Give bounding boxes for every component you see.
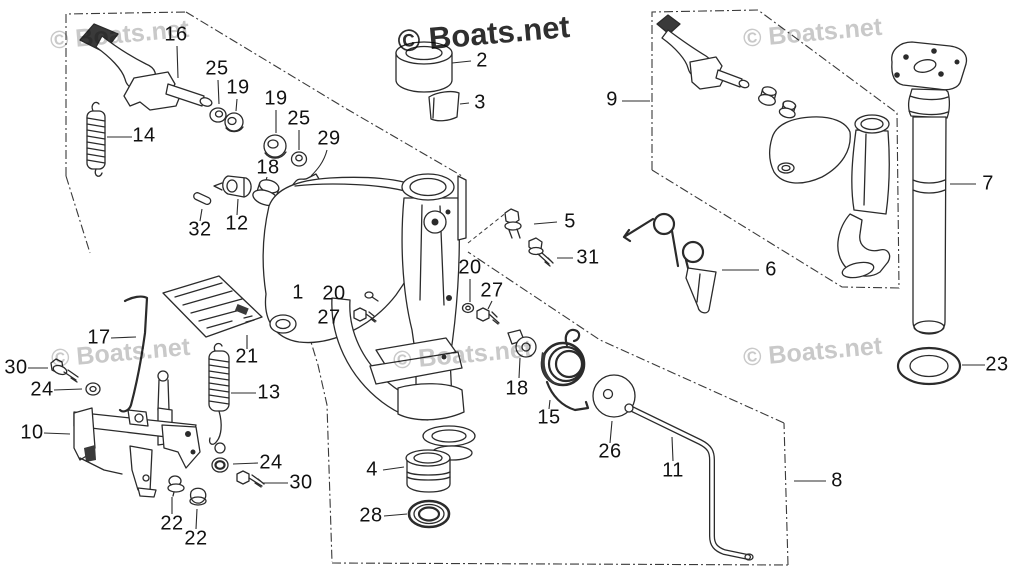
part-callout-24-26: 24 [30,378,54,401]
part-callout-16-0: 16 [164,23,188,46]
part-24-washer [85,382,101,396]
part-callout-18-34: 18 [505,377,529,400]
part-20-washer [461,302,475,314]
part-callout-15-35: 15 [537,406,561,429]
part-25-washer [290,151,308,167]
part-22-grommet [189,487,207,506]
part-callout-24-28: 24 [259,451,283,474]
part-10-stopper-bracket [73,370,201,498]
part-callout-27-19: 27 [317,306,341,329]
part-callout-2-10: 2 [476,49,488,72]
part-5-bolt [504,208,522,239]
part-callout-28-33: 28 [359,504,383,527]
part-callout-27-21: 27 [480,279,504,302]
part-callout-26-36: 26 [598,440,622,463]
part-19-nut [224,112,244,133]
part-27-bolt [476,307,500,325]
part-callout-23-39: 23 [985,353,1009,376]
part-9-lock-lever-assembly [656,14,891,279]
part-callout-29-5: 29 [317,127,341,150]
part-2-rubber-bushing [395,41,453,93]
part-callout-22-31: 22 [184,527,208,550]
part-callout-12-7: 12 [225,212,249,235]
part-22-grommet [167,475,185,497]
part-19-nut [263,134,287,159]
group-boundary-lines [65,9,900,566]
part-callout-20-18: 20 [322,282,346,305]
part-27-bolt [353,307,377,323]
part-callout-22-30: 22 [160,512,184,535]
part-callout-8-38: 8 [831,469,843,492]
part-7-swivel-pipe [891,41,968,335]
part-1-swivel-case [262,173,476,461]
part-callout-14-9: 14 [132,124,156,147]
part-callout-30-29: 30 [289,471,313,494]
part-callout-13-24: 13 [257,381,281,404]
part-15-torsion-spring [540,328,590,412]
part-callout-9-12: 9 [606,88,618,111]
part-25-washer [209,107,227,123]
part-21-caution-label [162,275,263,338]
part-callout-19-2: 19 [226,76,250,99]
part-17-rod [118,295,149,413]
part-callout-30-25: 30 [4,356,28,379]
part-callout-11-37: 11 [662,459,684,482]
part-callout-18-6: 18 [256,156,280,179]
part-6-wire-bracket [622,212,717,314]
part-callout-19-3: 19 [264,87,288,110]
part-callout-7-13: 7 [982,172,994,195]
part-callout-25-4: 25 [287,107,311,130]
part-4-bushing [405,449,451,493]
part-11-crank-rod [624,403,754,561]
part-30-bolt [50,358,79,383]
part-30-bolt [236,470,265,488]
part-20-pin [364,291,379,302]
part-callout-1-17: 1 [292,281,304,304]
part-callout-5-14: 5 [564,210,576,233]
part-callout-25-1: 25 [205,57,229,80]
part-callout-10-27: 10 [20,421,44,444]
part-32-pin [193,192,212,206]
part-24-washer [211,457,229,473]
part-3-rubber-pad [428,90,460,122]
part-14-spring [86,101,106,177]
part-13-spring [208,342,230,454]
part-16-swivel-lock-lever [79,23,213,111]
part-26-friction-disc [592,374,636,418]
part-31-bolt [528,237,554,267]
part-callout-20-20: 20 [458,256,482,279]
part-18-bushing [507,329,537,358]
part-callout-21-23: 21 [235,345,259,368]
part-callout-6-16: 6 [765,258,777,281]
part-callout-32-8: 32 [188,218,212,241]
part-23-washer [896,346,962,386]
part-callout-4-32: 4 [366,458,378,481]
part-12-cam [213,175,252,198]
part-callout-3-11: 3 [474,91,486,114]
part-28-seal-ring [407,499,451,529]
part-callout-17-22: 17 [87,326,111,349]
callout-leader-lines [28,45,985,530]
part-callout-31-15: 31 [576,246,600,269]
